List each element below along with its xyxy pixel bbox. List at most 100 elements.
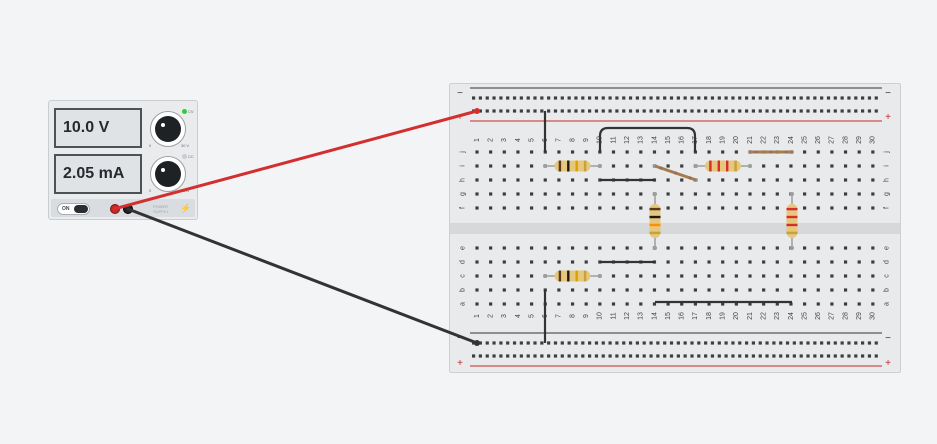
terminal-hole[interactable] xyxy=(748,260,752,264)
rail-hole[interactable] xyxy=(601,341,605,345)
terminal-hole[interactable] xyxy=(557,302,561,306)
rail-hole[interactable] xyxy=(512,96,517,100)
terminal-hole[interactable] xyxy=(857,192,861,196)
terminal-hole[interactable] xyxy=(489,192,493,196)
terminal-hole[interactable] xyxy=(871,164,875,168)
terminal-hole[interactable] xyxy=(734,206,738,210)
terminal-hole[interactable] xyxy=(734,274,738,278)
rail-hole[interactable] xyxy=(785,96,790,100)
terminal-hole[interactable] xyxy=(502,246,506,250)
rail-hole[interactable] xyxy=(861,109,865,113)
terminal-hole[interactable] xyxy=(707,246,711,250)
power-switch[interactable]: ON xyxy=(57,203,90,215)
terminal-hole[interactable] xyxy=(652,302,657,306)
rail-hole[interactable] xyxy=(758,341,762,345)
rail-hole[interactable] xyxy=(697,354,701,358)
rail-hole[interactable] xyxy=(724,354,728,358)
terminal-hole[interactable] xyxy=(475,150,479,154)
resistor-4[interactable] xyxy=(748,150,794,154)
terminal-hole[interactable] xyxy=(775,178,779,182)
terminal-hole[interactable] xyxy=(748,192,752,196)
rail-hole[interactable] xyxy=(635,109,639,113)
terminal-hole[interactable] xyxy=(816,288,820,292)
terminal-hole[interactable] xyxy=(639,246,643,250)
terminal-hole[interactable] xyxy=(625,192,629,196)
terminal-hole[interactable] xyxy=(762,260,766,264)
terminal-hole[interactable] xyxy=(475,192,479,196)
terminal-hole[interactable] xyxy=(789,178,793,182)
rail-hole[interactable] xyxy=(601,109,605,113)
terminal-hole[interactable] xyxy=(721,274,725,278)
rail-hole[interactable] xyxy=(806,354,810,358)
terminal-hole[interactable] xyxy=(693,288,697,292)
terminal-hole[interactable] xyxy=(707,288,711,292)
rail-hole[interactable] xyxy=(622,341,626,345)
terminal-hole[interactable] xyxy=(843,150,848,154)
terminal-hole[interactable] xyxy=(816,302,820,306)
rail-hole[interactable] xyxy=(478,109,482,113)
rail-hole[interactable] xyxy=(574,109,578,113)
terminal-hole[interactable] xyxy=(680,246,684,250)
terminal-hole[interactable] xyxy=(693,260,697,264)
rail-hole[interactable] xyxy=(820,109,824,113)
resistor-5[interactable] xyxy=(649,192,661,250)
terminal-hole[interactable] xyxy=(584,260,588,264)
rail-hole[interactable] xyxy=(649,354,653,358)
terminal-hole[interactable] xyxy=(530,178,534,182)
rail-hole[interactable] xyxy=(594,96,599,100)
terminal-hole[interactable] xyxy=(475,302,479,306)
rail-hole[interactable] xyxy=(799,354,803,358)
terminal-hole[interactable] xyxy=(843,164,848,168)
rail-hole[interactable] xyxy=(635,96,639,100)
rail-hole[interactable] xyxy=(724,96,728,100)
rail-hole[interactable] xyxy=(547,354,551,358)
terminal-hole[interactable] xyxy=(543,246,547,250)
rail-hole[interactable] xyxy=(704,109,708,113)
terminal-hole[interactable] xyxy=(843,288,848,292)
rail-hole[interactable] xyxy=(512,354,517,358)
rail-hole[interactable] xyxy=(567,354,571,358)
terminal-hole[interactable] xyxy=(530,302,534,306)
terminal-hole[interactable] xyxy=(489,164,493,168)
rail-hole[interactable] xyxy=(512,109,517,113)
terminal-hole[interactable] xyxy=(666,206,670,210)
rail-hole[interactable] xyxy=(874,96,878,100)
rail-hole[interactable] xyxy=(799,341,803,345)
terminal-hole[interactable] xyxy=(502,164,506,168)
terminal-hole[interactable] xyxy=(843,192,848,196)
rail-hole[interactable] xyxy=(813,341,817,345)
resistor-6[interactable] xyxy=(786,192,798,250)
terminal-hole[interactable] xyxy=(693,302,697,306)
rail-hole[interactable] xyxy=(635,341,639,345)
terminal-hole[interactable] xyxy=(748,302,752,306)
terminal-hole[interactable] xyxy=(516,164,520,168)
terminal-hole[interactable] xyxy=(530,164,534,168)
terminal-hole[interactable] xyxy=(598,302,602,306)
terminal-hole[interactable] xyxy=(775,274,779,278)
positive-supply-lead[interactable] xyxy=(112,109,479,211)
terminal-hole[interactable] xyxy=(639,274,643,278)
rail-hole[interactable] xyxy=(792,341,796,345)
rail-hole[interactable] xyxy=(717,354,721,358)
supply-leads[interactable] xyxy=(112,108,480,346)
rail-hole[interactable] xyxy=(792,109,796,113)
rail-hole[interactable] xyxy=(642,109,646,113)
rail-hole[interactable] xyxy=(567,109,571,113)
terminal-hole[interactable] xyxy=(721,246,725,250)
jumper-wire[interactable] xyxy=(598,126,697,152)
terminal-hole[interactable] xyxy=(816,178,820,182)
terminal-hole[interactable] xyxy=(857,164,861,168)
rail-hole[interactable] xyxy=(485,109,489,113)
terminal-hole[interactable] xyxy=(762,206,766,210)
terminal-hole[interactable] xyxy=(502,288,506,292)
rail-hole[interactable] xyxy=(765,96,769,100)
rail-hole[interactable] xyxy=(861,354,865,358)
terminal-hole[interactable] xyxy=(680,178,684,182)
rail-hole[interactable] xyxy=(478,96,482,100)
rail-hole[interactable] xyxy=(492,341,496,345)
terminal-hole[interactable] xyxy=(530,288,534,292)
resistors[interactable] xyxy=(543,150,798,282)
rail-hole[interactable] xyxy=(547,96,551,100)
terminal-hole[interactable] xyxy=(502,178,506,182)
terminal-hole[interactable] xyxy=(666,192,670,196)
